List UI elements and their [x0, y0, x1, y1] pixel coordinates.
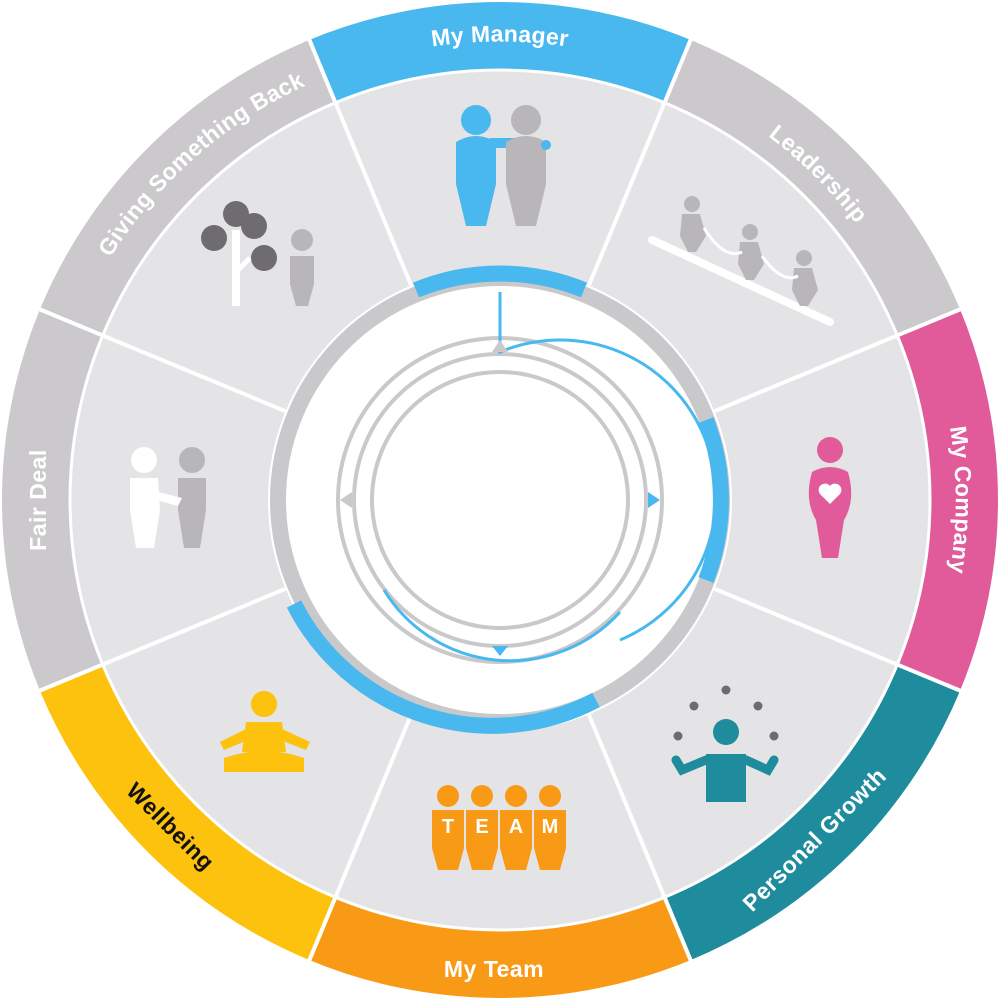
segment-band-personal-growth[interactable] — [664, 664, 961, 961]
segment-panel-my-manager[interactable] — [335, 70, 665, 286]
team-letter-a: A — [509, 816, 523, 838]
segment-divider — [306, 37, 414, 287]
team-letter-e: E — [475, 816, 488, 838]
team-letter-t: T — [442, 816, 454, 838]
segment-divider — [586, 713, 694, 963]
central-hub — [268, 265, 732, 734]
segment-band-leadership[interactable] — [664, 39, 961, 336]
segment-divider — [713, 306, 963, 414]
meditation-icon — [220, 691, 310, 772]
segment-divider — [37, 586, 287, 694]
tree-volunteer-icon — [201, 201, 314, 306]
juggling-person-icon — [671, 685, 779, 802]
segment-band-giving-something-back[interactable] — [39, 39, 336, 336]
team-letter-m: M — [542, 816, 559, 838]
company-heart-person-icon — [808, 437, 852, 558]
team-people-icon: T E A M — [432, 785, 566, 870]
segment-band-my-team[interactable] — [309, 897, 691, 998]
label-fair-deal[interactable]: Fair Deal — [25, 449, 51, 551]
segment-divider — [37, 306, 287, 414]
segment-band-fair-deal[interactable] — [1, 309, 103, 691]
label-my-manager[interactable]: My Manager — [430, 21, 571, 52]
segment-panel-personal-growth[interactable] — [588, 588, 898, 898]
segment-band-my-manager[interactable] — [309, 2, 691, 103]
segment-divider — [586, 37, 694, 287]
segment-divider — [713, 586, 963, 694]
leadership-rope-icon — [648, 196, 834, 326]
band-boundary-ring — [68, 68, 932, 932]
segment-divider — [306, 713, 414, 963]
segment-band-my-company[interactable] — [897, 309, 998, 691]
label-my-team[interactable]: My Team — [444, 956, 544, 982]
handshake-icon — [130, 447, 206, 548]
segment-band-wellbeing[interactable] — [39, 664, 336, 961]
manager-mentoring-icon — [456, 105, 551, 226]
